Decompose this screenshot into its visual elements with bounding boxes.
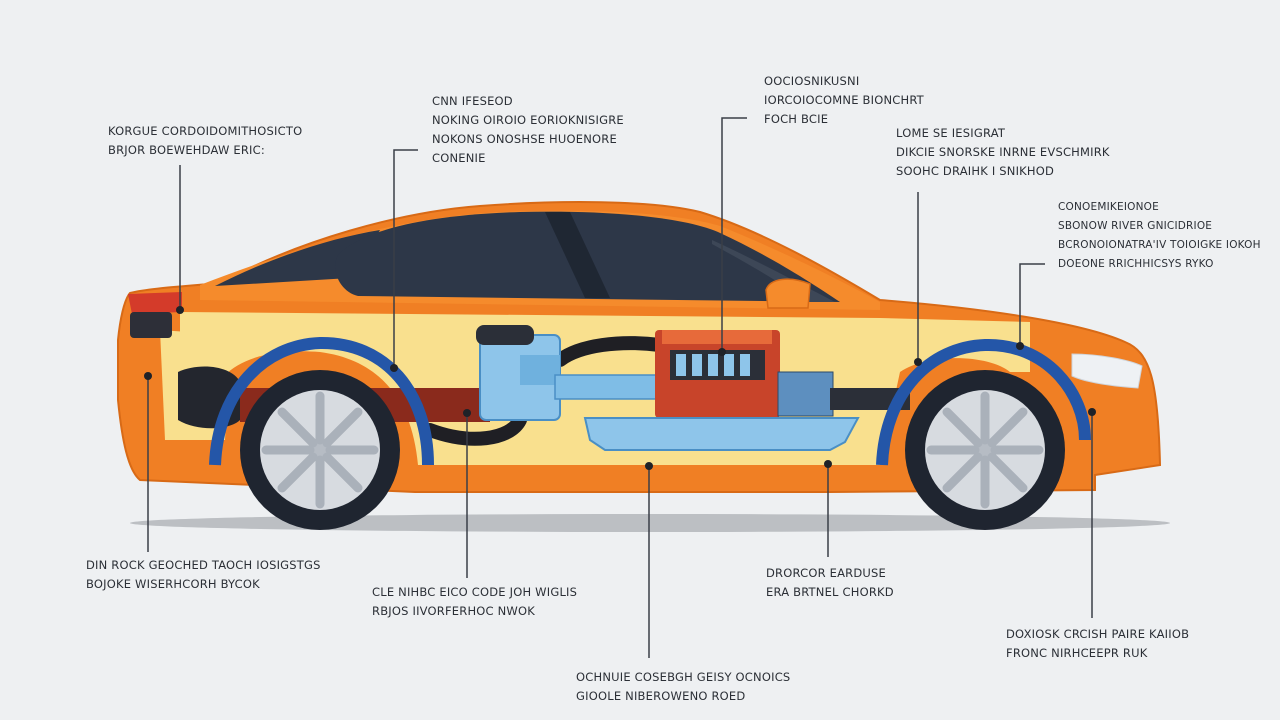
leader-engine-top	[721, 117, 747, 352]
motor-cap	[476, 325, 534, 345]
callout-transmission: DRORCOR EARDUSE ERA BRTNEL CHORKD	[766, 564, 894, 602]
callout-line: NOKONS ONOSHSE HUOENORE	[432, 132, 617, 146]
callout-front-fender: CONOEMIKEIONOE SBONOW RIVER GNICIDRIOE B…	[1058, 198, 1261, 274]
rear-wheel	[240, 370, 400, 530]
callout-line: DOXIOSK CRCISH PAIRE KAIIOB	[1006, 627, 1190, 641]
callout-battery: OCHNUIE COSEBGH GEISY OCNOICS GIOOLE NIB…	[576, 668, 790, 706]
callout-line: BOJOKE WISERHCORH BYCOK	[86, 577, 260, 591]
callout-line: OOCIOSNIKUSNI	[764, 74, 860, 88]
headlight	[1071, 353, 1143, 389]
callout-engine-top: OOCIOSNIKUSNI IORCOIOCOMNE BIONCHRT FOCH…	[764, 72, 924, 129]
leader-dots	[144, 306, 1096, 470]
callout-line: CLE NIHBC EICO CODE JOH WIGLIS	[372, 585, 578, 599]
callout-line: CNN IFESEOD	[432, 94, 513, 108]
leader-lines	[147, 117, 1093, 658]
callout-line: BRJOR BOEWEHDAW ERIC:	[108, 143, 265, 157]
callout-line: ERA BRTNEL CHORKD	[766, 585, 894, 599]
callout-line: CONOEMIKEIONOE	[1058, 201, 1159, 213]
callout-exhaust: CLE NIHBC EICO CODE JOH WIGLIS RBJOS IIV…	[372, 583, 577, 621]
callout-line: CONENIE	[432, 151, 486, 165]
window-pillar	[545, 212, 610, 298]
callout-line: KORGUE CORDOIDOMITHOSICTO	[108, 124, 303, 138]
rear-light-dark	[130, 312, 172, 338]
callout-line: SOOHC DRAIHK I SNIKHOD	[896, 164, 1055, 178]
callout-line: LOME SE IESIGRAT	[896, 126, 1006, 140]
callout-line: DRORCOR EARDUSE	[766, 566, 887, 580]
callout-line: DOEONE RRICHHICSYS RYKO	[1058, 258, 1214, 270]
callout-front-wheel: LOME SE IESIGRAT DIKCIE SNORSKE INRNE EV…	[896, 124, 1110, 181]
callout-rear-light: DIN ROCK GEOCHED TAOCH IOSIGSTGS BOJOKE …	[86, 556, 321, 594]
callout-line: DIKCIE SNORSKE INRNE EVSCHMIRK	[896, 145, 1110, 159]
side-mirror	[765, 278, 811, 309]
callout-rear-bumper: KORGUE CORDOIDOMITHOSICTO BRJOR BOEWEHDA…	[108, 122, 302, 160]
callout-line: DIN ROCK GEOCHED TAOCH IOSIGSTGS	[86, 558, 321, 572]
leader-front-fender	[1019, 263, 1045, 346]
rear-light	[128, 292, 182, 314]
front-wheel-arch	[876, 338, 1091, 466]
callout-line: BCRONOIONATRA'IV TOIOIGKE IOKOH	[1058, 239, 1261, 251]
front-wheel	[905, 370, 1065, 530]
rear-wheel-arch	[209, 336, 434, 466]
callout-line: OCHNUIE COSEBGH GEISY OCNOICS	[576, 670, 791, 684]
cable-upper	[553, 336, 667, 367]
callout-line: SBONOW RIVER GNICIDRIOE	[1058, 220, 1213, 232]
callout-line: FOCH BCIE	[764, 112, 829, 126]
engine-top-strip	[662, 330, 772, 344]
callout-rear-axle: CNN IFESEOD NOKING OIROIO EORIOKNISIGRE …	[432, 92, 624, 168]
cable	[423, 413, 527, 446]
ground-shadow	[130, 514, 1170, 532]
callout-line: IORCOIOCOMNE BIONCHRT	[764, 93, 924, 107]
motor-block	[520, 355, 560, 385]
callout-line: NOKING OIROIO EORIOKNISIGRE	[432, 113, 624, 127]
callout-line: RBJOS IIVORFERHOC NWOK	[372, 604, 535, 618]
leader-rear-axle	[393, 149, 418, 368]
callout-line: FRONC NIRHCEEPR RUK	[1006, 646, 1148, 660]
engine-fins	[676, 354, 750, 376]
gearbox	[777, 371, 834, 417]
callout-line: GIOOLE NIBEROWENO ROED	[576, 689, 746, 703]
battery-tray	[583, 417, 860, 451]
callout-front-bumper: DOXIOSK CRCISH PAIRE KAIIOB FRONC NIRHCE…	[1006, 625, 1189, 663]
shaft-link	[554, 374, 666, 400]
